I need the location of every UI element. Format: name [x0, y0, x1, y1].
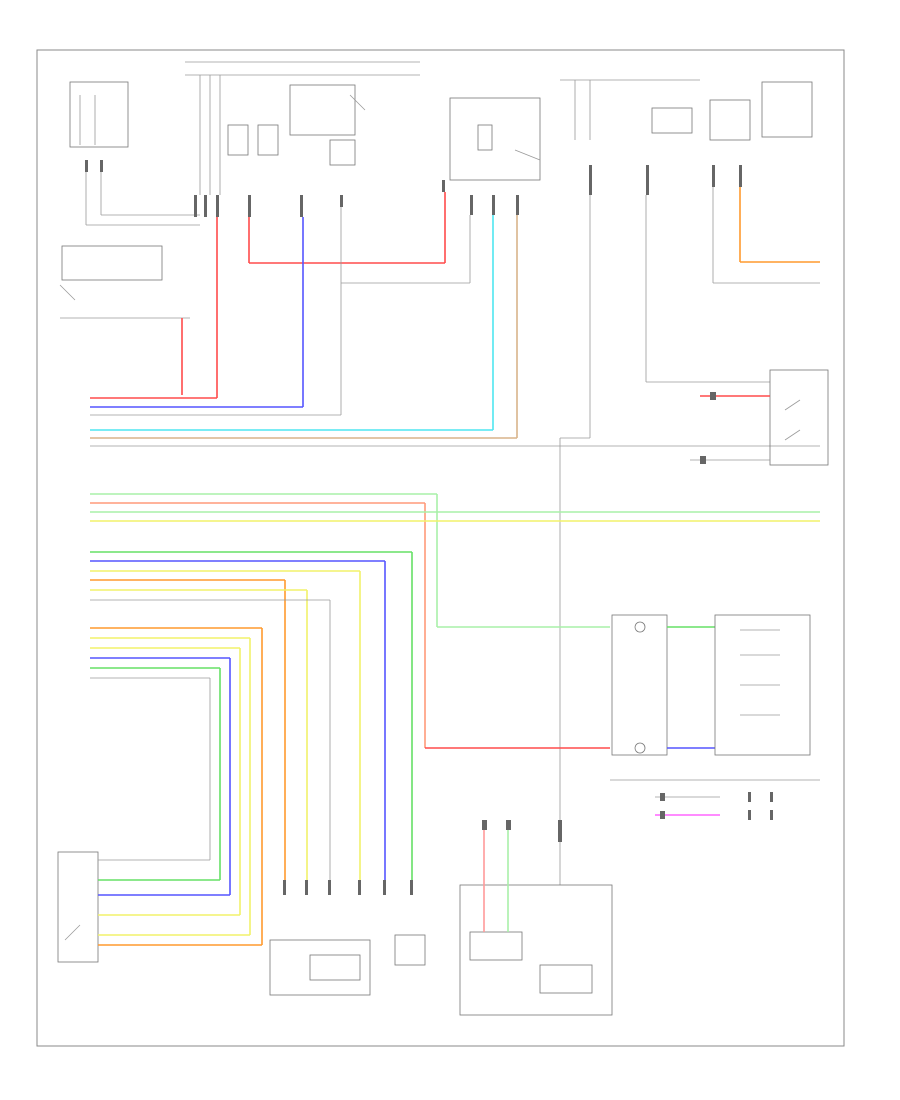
- pedal-switch: [690, 369, 829, 466]
- combination-meter: [459, 820, 613, 1016]
- engine-control-module: [90, 493, 820, 945]
- fuse-block-left: [69, 81, 200, 226]
- throttle-body: [269, 880, 426, 996]
- fuse-block-right: [560, 79, 820, 284]
- wiring-trunk: [90, 192, 820, 885]
- steering-module: [610, 779, 820, 820]
- fuse-center: [442, 97, 541, 215]
- accelerator-pedal-sensor: [57, 851, 262, 963]
- diagram-frame: [36, 49, 845, 1047]
- cruise-switch: [611, 614, 811, 756]
- brake-switch: [59, 245, 190, 395]
- relay-box-top: [185, 61, 420, 217]
